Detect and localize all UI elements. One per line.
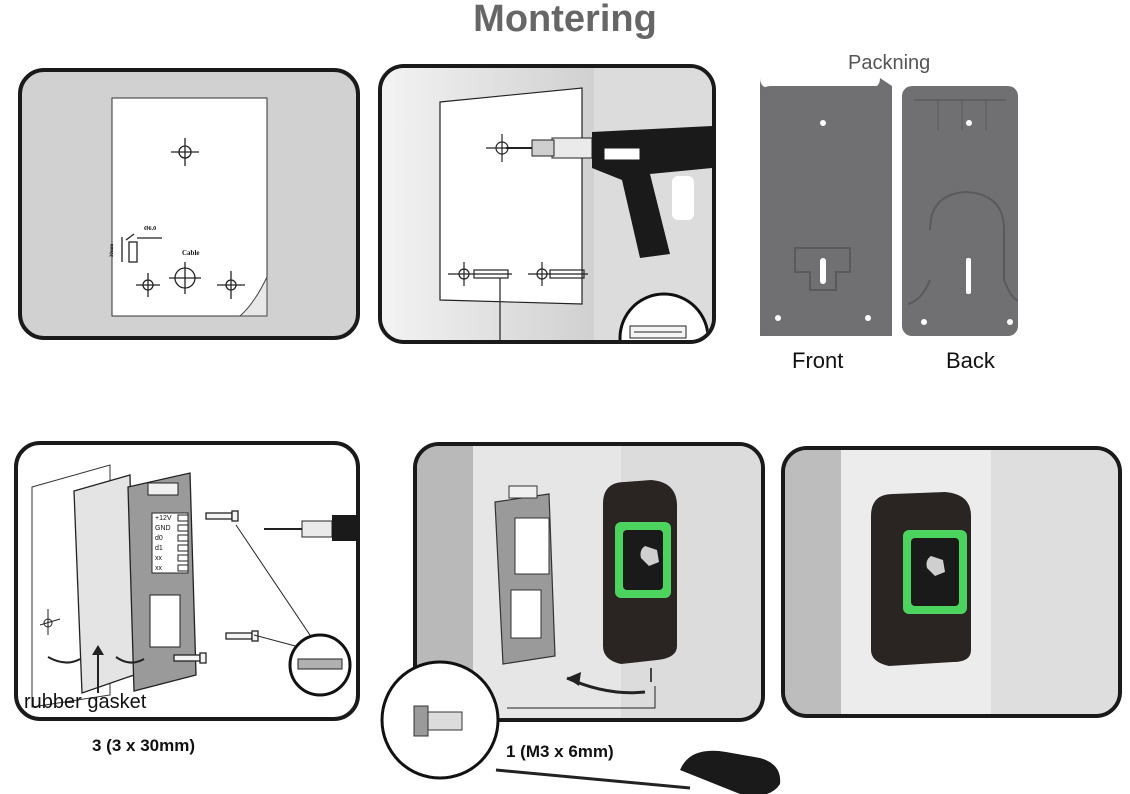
rubber-gasket-label: rubber gasket [24,691,147,713]
gasket-front [760,78,892,336]
terminal-label-1: GND [155,525,171,532]
panel-install-reader [413,442,765,722]
page-title: Montering [473,0,657,40]
screwdriver-handle [680,750,781,794]
assembly-illustration [31,464,356,708]
gasket-heading: Packning [848,52,931,74]
back-label: Back [946,348,995,373]
reader-device-installed [871,492,971,666]
terminal-label-3: d1 [155,545,163,552]
dimension-label: 30mm [110,243,116,258]
front-label: Front [792,348,844,373]
cable-label: Cable [182,249,200,257]
terminal-label-0: +12V [155,515,172,522]
screw-size-label: 1 (M3 x 6mm) [506,742,614,761]
panel-installed-reader [781,446,1122,718]
template-sheet-illustration [111,97,268,317]
panel-template-sheet: Ø6.0 Cable 30mm [18,68,360,340]
panel-assembly: +12V GND d0 d1 xx xx rubber gasket [14,441,360,721]
terminal-label-2: d0 [155,535,163,542]
panel-drilling: 5mm [378,64,716,344]
screws-label: 3 (3 x 30mm) [92,736,195,755]
gasket-back [902,86,1019,336]
drilling-illustration [382,68,712,340]
hole-diameter-label: Ø6.0 [144,226,157,232]
hand-wave-icon [926,556,945,576]
install-illustration [417,446,761,718]
hand-wave-icon [640,546,659,566]
terminal-label-4: xx [155,555,162,562]
reader-device [603,480,677,664]
terminal-label-5: xx [155,565,162,572]
screwdriver-icon [264,515,356,541]
installed-reader-illustration [785,450,1118,714]
drill-icon [506,126,712,258]
